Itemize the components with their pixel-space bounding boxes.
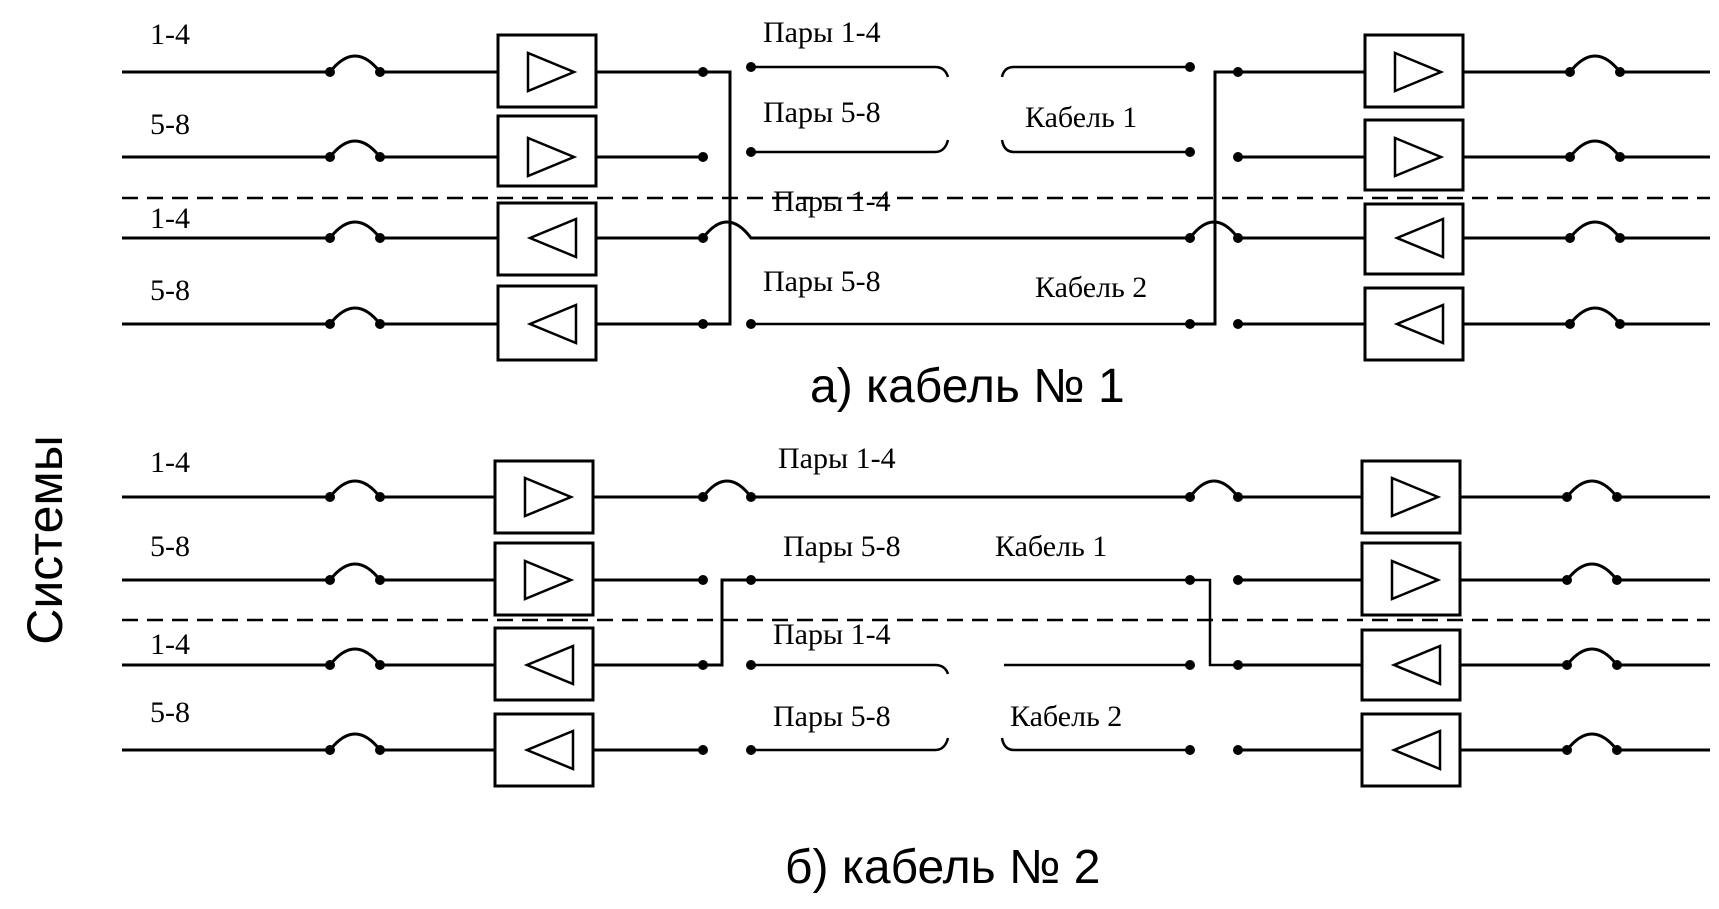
- panel-b-left-amplifier-1: [493, 459, 595, 535]
- panel-a-right-amplifier-2: [1363, 118, 1465, 192]
- panel-b-pair-label-3: Пары 1-4: [773, 618, 891, 651]
- panel-a-channel-label-3: 1-4: [150, 202, 190, 235]
- panel-a-right-wires: [1463, 54, 1710, 329]
- panel-b-pair-label-4: Пары 5-8: [773, 700, 891, 733]
- panel-a-cable-2: [746, 319, 1195, 329]
- panel-a-left-amplifier-1: [496, 33, 598, 109]
- panel-a-right-amplifier-1: [1363, 33, 1465, 109]
- panel-a-channel-label-1: 1-4: [150, 18, 190, 51]
- panel-b-right-amplifier-3: [1360, 628, 1462, 702]
- panel-b-pair-label-2: Пары 5-8: [783, 530, 901, 563]
- systems-side-label: Системы: [17, 435, 73, 645]
- panel-b-channel-label-1: 1-4: [150, 446, 190, 479]
- panel-a-pair-label-3: Пары 1-4: [773, 185, 891, 218]
- panel-a-left-amplifier-4: [496, 284, 598, 362]
- panel-a-channel-label-2: 5-8: [150, 108, 190, 141]
- panel-a-caption: а) кабель № 1: [810, 360, 1125, 413]
- panel-b-cable-1: [746, 575, 1238, 667]
- panel-b-channel-label-2: 5-8: [150, 530, 190, 563]
- panel-b-left-amplifier-3: [493, 626, 595, 702]
- panel-a-cable-1: [746, 62, 1195, 157]
- panel-a-channel-label-4: 5-8: [150, 274, 190, 307]
- panel-b-left-wires: [122, 479, 495, 755]
- panel-a-left-amplifier-2: [496, 114, 598, 188]
- panel-b-left-amplifier-2: [493, 541, 595, 617]
- panel-b-channel-label-4: 5-8: [150, 696, 190, 729]
- panel-b-cable-2: [746, 660, 1195, 755]
- panel-b-cable-label-1: Кабель 1: [995, 530, 1107, 563]
- panel-a: 1-4 5-8 1-4 5-8: [122, 16, 1710, 413]
- panel-a-right-switch: [1185, 67, 1365, 329]
- panel-a-pair-label-2: Пары 5-8: [763, 96, 881, 129]
- panel-b-right-amplifier-2: [1360, 541, 1462, 617]
- panel-b-left-outputs: [593, 479, 1190, 755]
- panel-a-cable-label-2: Кабель 2: [1035, 271, 1147, 304]
- panel-a-pair-label-1: Пары 1-4: [763, 16, 881, 49]
- panel-b-right-amplifier-1: [1360, 459, 1462, 535]
- panel-a-right-amplifier-3: [1363, 202, 1465, 276]
- panel-b-left-amplifier-4: [493, 712, 595, 788]
- panel-b-right-amplifier-4: [1360, 712, 1462, 788]
- panel-b-right-switch: [1185, 479, 1362, 755]
- panel-a-cable-label-1: Кабель 1: [1025, 101, 1137, 134]
- panel-b: 1-4 5-8 1-4 5-8: [122, 442, 1710, 894]
- panel-b-pair-label-1: Пары 1-4: [778, 442, 896, 475]
- panel-a-right-amplifier-4: [1363, 286, 1465, 362]
- panel-b-right-wires: [1460, 479, 1710, 755]
- panel-b-cable-label-2: Кабель 2: [1010, 700, 1122, 733]
- panel-b-channel-label-3: 1-4: [150, 628, 190, 661]
- panel-b-caption: б) кабель № 2: [785, 841, 1101, 894]
- panel-a-left-amplifier-3: [496, 201, 598, 277]
- panel-a-pair-label-4: Пары 5-8: [763, 265, 881, 298]
- panel-a-left-wires: [122, 54, 498, 329]
